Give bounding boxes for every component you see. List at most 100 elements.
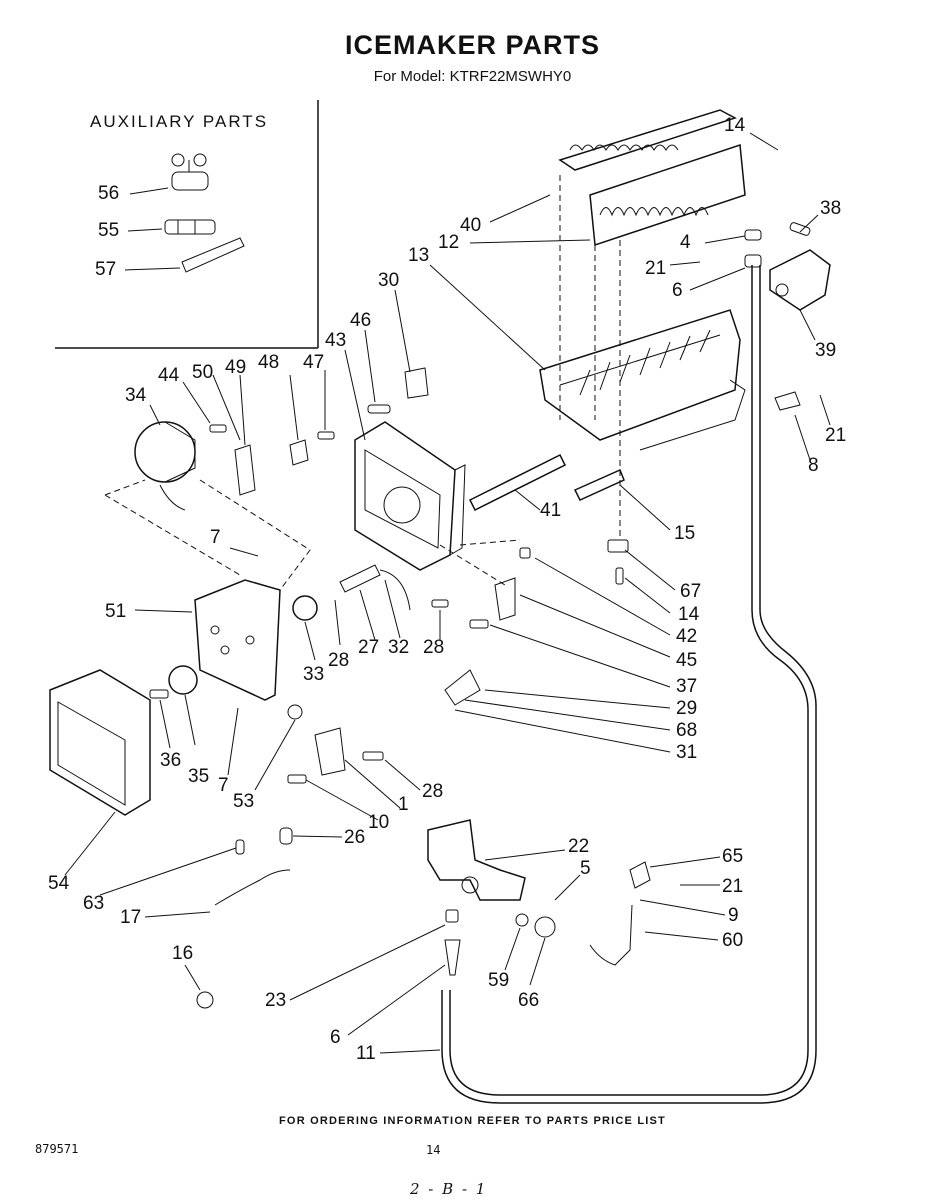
callout-32: 32 bbox=[388, 637, 410, 658]
clip-part-67 bbox=[607, 539, 629, 553]
drawing-code: 879571 bbox=[35, 1142, 79, 1156]
water-valve-22 bbox=[427, 819, 526, 901]
cap-part-26 bbox=[279, 827, 293, 845]
callout-47: 47 bbox=[303, 352, 325, 373]
callout-7-bottom: 7 bbox=[218, 775, 229, 796]
callout-1: 1 bbox=[398, 794, 409, 815]
shaft-part-36 bbox=[149, 689, 169, 699]
page-number: 14 bbox=[426, 1143, 441, 1157]
callout-21-bottom: 21 bbox=[722, 876, 744, 897]
callout-46: 46 bbox=[350, 310, 372, 331]
callout-5: 5 bbox=[580, 858, 591, 879]
screw-part-37 bbox=[469, 619, 489, 629]
page-title: ICEMAKER PARTS bbox=[344, 30, 600, 60]
gear-part-35 bbox=[168, 665, 198, 695]
callout-15: 15 bbox=[674, 523, 696, 544]
motor-part-33 bbox=[292, 595, 318, 621]
switch-part-29 bbox=[444, 669, 481, 706]
switch-part-48 bbox=[289, 439, 309, 466]
callout-44: 44 bbox=[158, 365, 180, 386]
callout-51: 51 bbox=[105, 601, 127, 622]
callout-6-top: 6 bbox=[672, 280, 683, 301]
callout-9: 9 bbox=[728, 905, 739, 926]
callout-27: 27 bbox=[358, 637, 380, 658]
auxiliary-parts-heading: AUXILIARY PARTS bbox=[90, 112, 269, 131]
callout-65: 65 bbox=[722, 846, 744, 867]
callout-35: 35 bbox=[188, 766, 210, 787]
callout-16: 16 bbox=[172, 943, 194, 964]
mounting-plate-51 bbox=[194, 579, 281, 701]
callout-10: 10 bbox=[368, 812, 390, 833]
ice-mold bbox=[539, 309, 746, 451]
callout-53: 53 bbox=[233, 791, 255, 812]
arm-part-1 bbox=[314, 727, 346, 776]
callout-11: 11 bbox=[356, 1043, 376, 1064]
callout-22: 22 bbox=[568, 836, 590, 857]
callout-66: 66 bbox=[518, 990, 540, 1011]
callout-26: 26 bbox=[344, 827, 366, 848]
callout-60: 60 bbox=[722, 930, 744, 951]
callout-38: 38 bbox=[820, 198, 842, 219]
callout-28-left: 28 bbox=[328, 650, 350, 671]
leader-lines bbox=[64, 132, 831, 1054]
nut-part-66 bbox=[534, 916, 556, 938]
screw-part-28b bbox=[431, 599, 449, 608]
screw-part-28c bbox=[362, 751, 384, 761]
clamp-part-65 bbox=[629, 861, 651, 889]
screw-part-44 bbox=[209, 424, 227, 433]
clip-part-4 bbox=[744, 229, 762, 241]
water-line bbox=[449, 265, 809, 1096]
callout-7-top: 7 bbox=[210, 527, 221, 548]
callout-57: 57 bbox=[95, 259, 117, 280]
callout-29: 29 bbox=[676, 698, 698, 719]
callout-56: 56 bbox=[98, 183, 120, 204]
callout-41: 41 bbox=[540, 500, 562, 521]
model-subtitle: For Model: KTRF22MSWHY0 bbox=[373, 68, 572, 85]
harness-part-17 bbox=[214, 869, 291, 906]
aux-tube-part bbox=[181, 237, 245, 273]
screw-part-46 bbox=[367, 404, 391, 414]
screw-part-47 bbox=[317, 431, 335, 440]
callout-54: 54 bbox=[48, 873, 70, 894]
callout-33: 33 bbox=[303, 664, 325, 685]
callout-21-top: 21 bbox=[645, 258, 667, 279]
plug-part-16 bbox=[196, 991, 214, 1009]
callout-30: 30 bbox=[378, 270, 400, 291]
callout-23: 23 bbox=[265, 990, 287, 1011]
callout-28-right: 28 bbox=[422, 781, 444, 802]
callout-14: 14 bbox=[724, 115, 746, 136]
callout-17: 17 bbox=[120, 907, 142, 928]
ejector-blade-assembly bbox=[558, 109, 737, 171]
part-42 bbox=[519, 547, 531, 559]
thermostat-cover bbox=[769, 249, 831, 311]
callout-40: 40 bbox=[460, 215, 482, 236]
callout-8: 8 bbox=[808, 455, 819, 476]
fitting-part-23 bbox=[444, 939, 461, 976]
callout-63: 63 bbox=[83, 893, 105, 914]
fill-cup-41 bbox=[468, 453, 567, 512]
aux-fitting-part bbox=[164, 219, 216, 235]
callout-6-bottom: 6 bbox=[330, 1027, 341, 1048]
callout-21-right: 21 bbox=[825, 425, 847, 446]
screw-part-10 bbox=[287, 774, 307, 784]
callout-37: 37 bbox=[676, 676, 698, 697]
callout-39: 39 bbox=[815, 340, 837, 361]
screw-part-14b bbox=[615, 567, 624, 585]
ordering-notice: FOR ORDERING INFORMATION REFER TO PARTS … bbox=[279, 1115, 666, 1127]
callout-31: 31 bbox=[676, 742, 698, 763]
housing-43 bbox=[354, 421, 466, 571]
callout-36: 36 bbox=[160, 750, 182, 771]
callout-45: 45 bbox=[676, 650, 698, 671]
callout-67: 67 bbox=[680, 581, 702, 602]
fitting-part-53 bbox=[287, 704, 303, 720]
callout-4: 4 bbox=[680, 232, 691, 253]
callout-34: 34 bbox=[125, 385, 147, 406]
screw-part-38 bbox=[789, 222, 811, 236]
motor-34 bbox=[134, 421, 196, 511]
support-part-30 bbox=[404, 367, 429, 399]
page-reference: 2 - B - 1 bbox=[410, 1180, 488, 1198]
grommet-part-6 bbox=[744, 254, 762, 268]
tube-part-60 bbox=[589, 904, 633, 966]
callout-14-mid: 14 bbox=[678, 604, 700, 625]
